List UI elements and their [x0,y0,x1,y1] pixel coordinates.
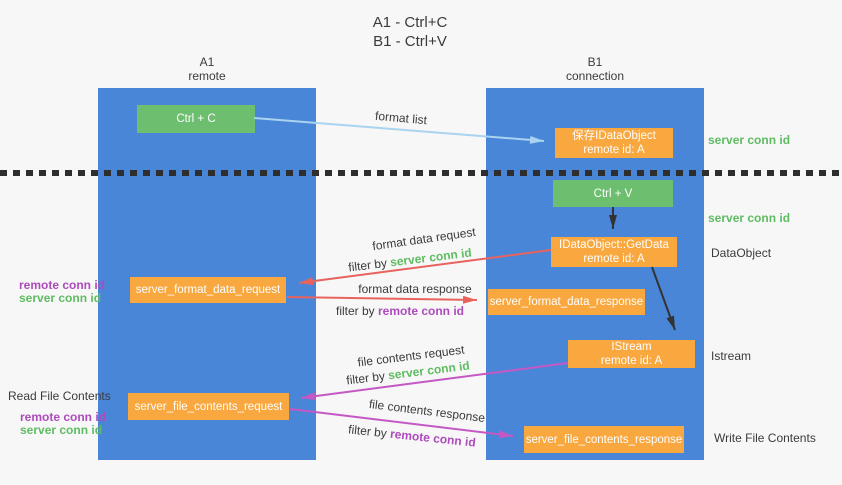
node-server-file-contents-request: server_file_contents_request [128,393,289,420]
filter-by-prefix: filter by [335,304,378,318]
lane-a-name: A1 [199,55,215,69]
node-server-file-contents-response-label: server_file_contents_response [525,433,683,446]
filter-by-prefix: filter by [347,255,391,275]
edge-label-format-data-response-filter: filter by remote conn id [336,304,464,318]
remote-conn-id-key: remote conn id [389,426,477,450]
node-idataobject-getdata-line1: IDataObject::GetData [559,239,669,251]
node-server-format-data-response-label: server_format_data_response [489,296,644,308]
diagram-title-line1: A1 - Ctrl+C [372,14,448,31]
phase-divider-dotted-line [0,170,842,176]
side-label-server-conn-id-top-right: server conn id [708,133,791,147]
filter-by-prefix: filter by [345,368,389,388]
diagram-title-line2: B1 - Ctrl+V [373,33,447,50]
node-ctrl-v: Ctrl + V [553,180,673,207]
lane-b-name: B1 [587,55,603,69]
node-idataobject-getdata: IDataObject::GetData remote id: A [551,237,677,267]
remote-conn-id-key: remote conn id [378,304,465,318]
side-label-dataobject: DataObject [711,246,772,260]
node-ctrl-v-label: Ctrl + V [593,187,633,200]
side-label-server-conn-id-format: server conn id [19,291,102,305]
side-label-server-conn-id-mid-right: server conn id [708,211,791,225]
side-label-remote-conn-id-format: remote conn id [19,278,106,292]
lane-b-subtitle: connection [565,69,625,83]
edge-label-file-contents-response: file contents response [368,396,486,426]
edge-label-file-contents-response-filter: filter by remote conn id [348,422,477,449]
node-server-file-contents-response: server_file_contents_response [524,426,684,453]
node-istream-line2: remote id: A [600,355,663,367]
node-server-format-data-response: server_format_data_response [488,289,645,315]
node-istream-line1: IStream [611,341,652,353]
edge-label-format-data-response: format data response [358,282,472,296]
node-istream: IStream remote id: A [568,340,695,368]
lane-a-subtitle: remote [188,69,226,83]
edge-label-format-list: format list [374,108,428,128]
side-label-server-conn-id-file: server conn id [20,423,103,437]
edge-label-format-data-request-filter: filter by server conn id [348,245,473,274]
filter-by-prefix: filter by [347,422,391,441]
node-server-format-data-request: server_format_data_request [130,277,286,303]
node-save-idataobject-line2: remote id: A [583,144,645,156]
node-idataobject-getdata-line2: remote id: A [583,253,645,265]
side-label-read-file-contents: Read File Contents [8,389,111,403]
side-label-istream: Istream [711,349,752,363]
node-save-idataobject-line1: 保存IDataObject [572,130,656,142]
node-ctrl-c-label: Ctrl + C [176,113,216,125]
node-save-idataobject: 保存IDataObject remote id: A [555,128,673,158]
node-server-file-contents-request-label: server_file_contents_request [134,400,283,413]
node-ctrl-c: Ctrl + C [137,105,255,133]
side-label-write-file-contents: Write File Contents [714,431,816,445]
side-label-remote-conn-id-file: remote conn id [20,410,107,424]
node-server-format-data-request-label: server_format_data_request [135,284,281,296]
